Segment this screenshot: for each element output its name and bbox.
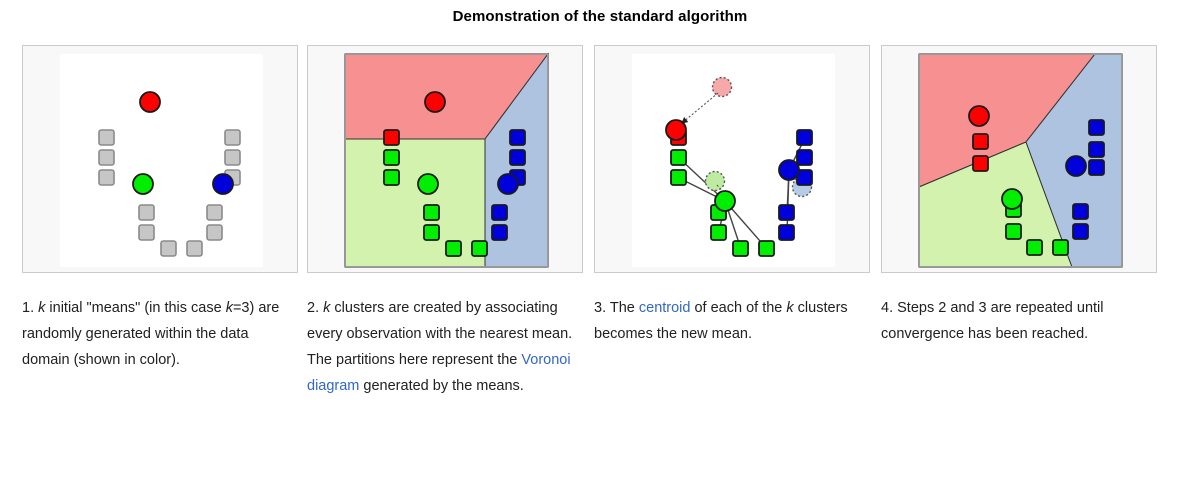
panel-2-data-point-green xyxy=(383,169,400,186)
panel-2-data-point-blue xyxy=(491,204,508,221)
panel-1-caption-text: initial "means" (in this case xyxy=(45,300,226,316)
panel-3-mean-blue xyxy=(778,159,800,181)
panel-4-data-point-red xyxy=(972,155,989,172)
panel-4-data-point-green xyxy=(1005,223,1022,240)
panel-3-data-point-blue xyxy=(796,129,813,146)
panel-2-caption-text: generated by the means. xyxy=(359,378,524,394)
panel-2-mean-blue xyxy=(497,173,519,195)
panel-3-data-point-green xyxy=(670,149,687,166)
panel-4-mean-red xyxy=(968,105,990,127)
panel-3-caption: 3. The centroid of each of the k cluster… xyxy=(594,295,862,347)
panel-1-data-point-gray xyxy=(138,224,155,241)
panel-1-caption-text: =3) are randomly generated within the da… xyxy=(22,300,280,368)
panel-2-caption-variable-k: k xyxy=(323,300,331,316)
panel-4-plot-frame xyxy=(919,54,1122,267)
panel-2-data-point-green xyxy=(423,224,440,241)
panel-3-mean-green xyxy=(714,190,736,212)
panel-1-data-point-gray xyxy=(98,169,115,186)
panel-4-plot xyxy=(882,46,1158,274)
panel-4-mean-green xyxy=(1001,188,1023,210)
panel-3-data-point-blue xyxy=(796,149,813,166)
panel-3-data-point-green xyxy=(670,169,687,186)
panel-2-data-point-blue xyxy=(491,224,508,241)
panel-1-thumbnail[interactable] xyxy=(22,45,298,273)
panel-4-data-point-green xyxy=(1052,239,1069,256)
panel-3: 3. The centroid of each of the k cluster… xyxy=(594,45,872,347)
panel-4-caption-text: 4. Steps 2 and 3 are repeated until conv… xyxy=(881,300,1104,342)
panel-1-data-point-gray xyxy=(138,204,155,221)
panel-3-previous-mean-red xyxy=(711,76,733,98)
panel-1-plot xyxy=(23,46,299,274)
panel-3-data-point-green xyxy=(732,240,749,257)
panel-2-thumbnail[interactable] xyxy=(307,45,583,273)
panel-3-caption-text: of each of the xyxy=(690,300,787,316)
panel-3-data-point-blue xyxy=(778,224,795,241)
panel-4-mean-blue xyxy=(1065,155,1087,177)
panel-2-data-point-green xyxy=(423,204,440,221)
panel-1: 1. k initial "means" (in this case k=3) … xyxy=(22,45,300,373)
panel-4-data-point-blue xyxy=(1072,223,1089,240)
panel-1-data-point-gray xyxy=(206,204,223,221)
panel-1-caption: 1. k initial "means" (in this case k=3) … xyxy=(22,295,290,373)
panel-4-svg xyxy=(918,53,1123,268)
panel-4-data-point-blue xyxy=(1088,119,1105,136)
panel-3-thumbnail[interactable] xyxy=(594,45,870,273)
panel-1-caption-text: 1. xyxy=(22,300,39,316)
panel-2-data-point-red xyxy=(383,129,400,146)
panel-2-svg xyxy=(344,52,549,268)
panel-1-caption-variable-k: k xyxy=(38,300,46,316)
panel-2-data-point-blue xyxy=(509,149,526,166)
figure-title: Demonstration of the standard algorithm xyxy=(452,8,748,25)
panel-3-mean-red xyxy=(665,119,687,141)
panel-2-plot-frame xyxy=(345,54,548,267)
panel-3-caption-link[interactable]: centroid xyxy=(638,300,691,316)
panel-1-data-point-gray xyxy=(98,149,115,166)
panel-1-data-point-gray xyxy=(224,129,241,146)
panel-1-data-point-gray xyxy=(224,149,241,166)
panel-3-previous-mean-green xyxy=(704,170,726,192)
panel-1-data-point-gray xyxy=(160,240,177,257)
panel-2-mean-green xyxy=(417,173,439,195)
panel-4-data-point-blue xyxy=(1088,141,1105,158)
panel-2-data-point-green xyxy=(383,149,400,166)
panel-4-data-point-red xyxy=(972,133,989,150)
panel-4-thumbnail[interactable] xyxy=(881,45,1157,273)
panel-3-data-point-green xyxy=(758,240,775,257)
panel-1-mean-red xyxy=(139,91,161,113)
panel-2-data-point-green xyxy=(471,240,488,257)
panel-3-data-point-blue xyxy=(796,169,813,186)
panel-4-caption: 4. Steps 2 and 3 are repeated until conv… xyxy=(881,295,1149,347)
panel-3-plot xyxy=(595,46,871,274)
panel-2: 2. k clusters are created by associating… xyxy=(307,45,585,399)
panel-2-plot xyxy=(308,46,584,274)
panel-3-svg xyxy=(632,54,835,267)
panel-1-svg xyxy=(60,54,263,267)
panel-2-caption-text: 2. xyxy=(307,300,324,316)
panel-2-data-point-blue xyxy=(509,129,526,146)
panel-1-data-point-gray xyxy=(206,224,223,241)
panel-4-data-point-blue xyxy=(1088,159,1105,176)
panel-4-data-point-green xyxy=(1026,239,1043,256)
panel-3-data-point-blue xyxy=(778,204,795,221)
panel-2-region-green xyxy=(344,138,486,268)
panel-3-data-point-green xyxy=(710,224,727,241)
panel-3-caption-variable-k: k xyxy=(786,300,794,316)
panel-1-data-point-gray xyxy=(98,129,115,146)
panel-1-data-point-gray xyxy=(186,240,203,257)
panel-1-mean-green xyxy=(132,173,154,195)
panel-3-caption-text: 3. The xyxy=(594,300,639,316)
panel-3-caption-text: clusters becomes the new mean. xyxy=(594,300,848,342)
panel-2-caption: 2. k clusters are created by associating… xyxy=(307,295,575,399)
panel-4: 4. Steps 2 and 3 are repeated until conv… xyxy=(881,45,1159,347)
panel-2-caption-link[interactable]: Voronoi diagram xyxy=(307,352,571,394)
panel-1-mean-blue xyxy=(212,173,234,195)
panel-2-caption-text: clusters are created by associating ever… xyxy=(307,300,573,368)
panel-2-mean-red xyxy=(424,91,446,113)
panel-1-caption-variable-k: k xyxy=(225,300,233,316)
panel-2-data-point-green xyxy=(445,240,462,257)
panel-4-data-point-blue xyxy=(1072,203,1089,220)
